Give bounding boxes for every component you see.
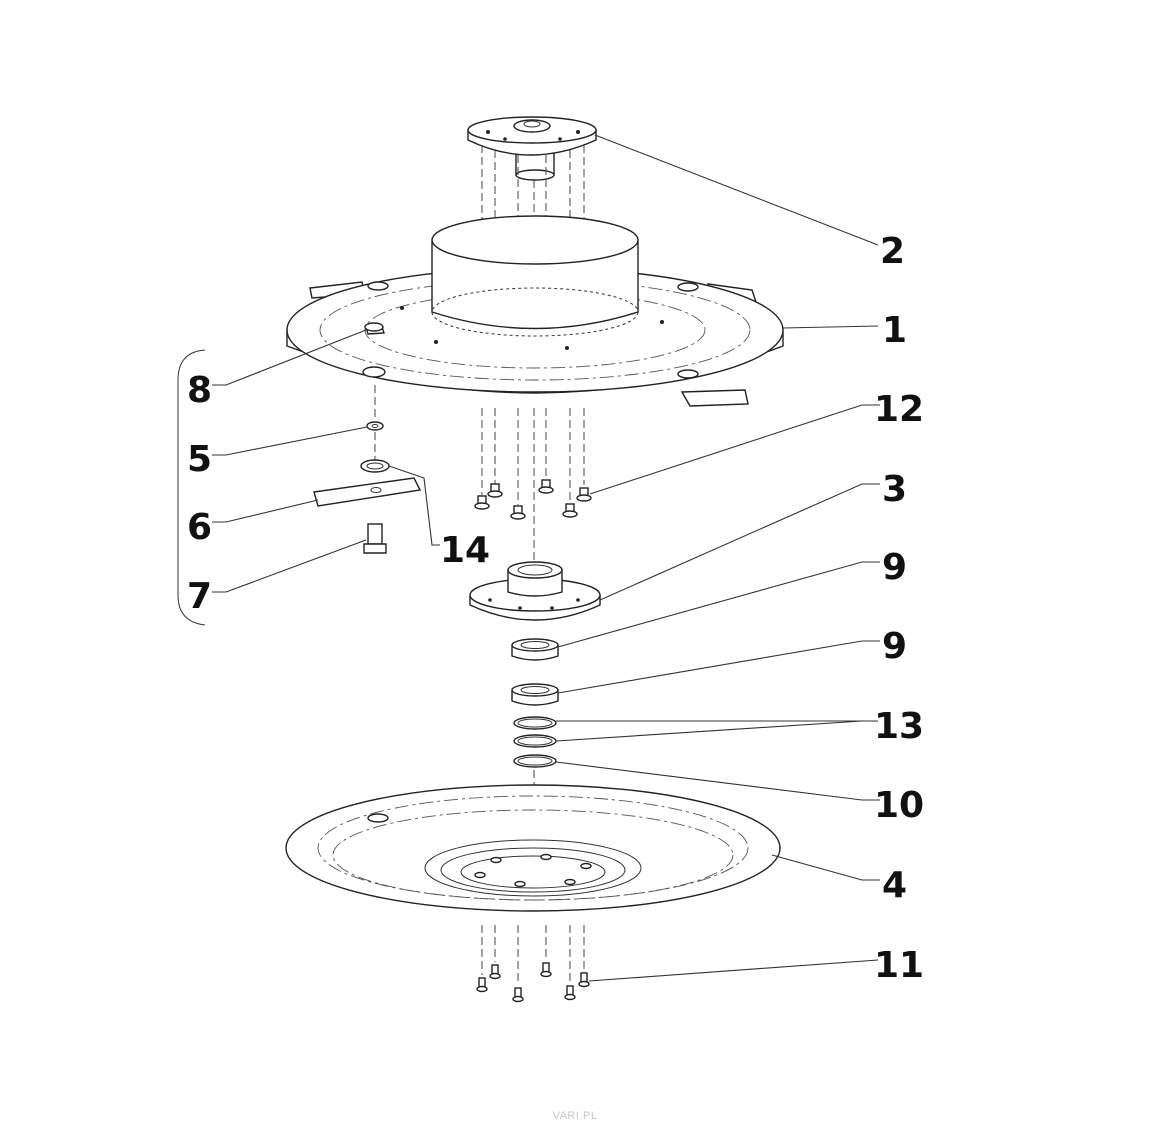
part-top-flange-hub	[467, 116, 597, 181]
leader-4	[771, 854, 880, 881]
part-seal-ring	[513, 754, 557, 768]
leader-1	[782, 325, 879, 329]
callout-9b: 9	[882, 626, 907, 667]
assembly-lines-bottom	[481, 925, 585, 985]
callout-7: 7	[187, 576, 212, 617]
leader-2	[594, 134, 879, 246]
callout-9a: 9	[882, 547, 907, 588]
leader-lines	[212, 134, 880, 982]
callout-4: 4	[882, 865, 907, 906]
callout-14: 14	[440, 530, 490, 571]
part-bearings	[511, 638, 559, 706]
leader-5	[212, 426, 368, 456]
leader-14	[388, 465, 440, 546]
part-drum-skirt	[286, 215, 784, 407]
callout-1: 1	[882, 310, 907, 351]
leader-9a	[557, 561, 880, 648]
leader-8	[212, 329, 367, 386]
leader-9b	[557, 640, 880, 694]
callout-3: 3	[882, 469, 907, 510]
callout-11: 11	[874, 945, 924, 986]
part-left-subassembly	[177, 349, 422, 626]
leader-3	[599, 483, 880, 601]
part-rivets-11	[476, 962, 590, 1003]
part-circlips	[513, 716, 557, 748]
callout-13: 13	[874, 706, 924, 747]
callout-12: 12	[874, 389, 924, 430]
part-disc	[285, 784, 781, 912]
callout-6: 6	[187, 507, 212, 548]
leader-7	[212, 539, 367, 593]
callout-8: 8	[187, 370, 212, 411]
assembly-lines-mid	[374, 385, 585, 565]
part-bolts-12	[474, 479, 592, 520]
callout-5: 5	[187, 439, 212, 480]
callout-10: 10	[874, 785, 924, 826]
part-bearing-hub	[469, 561, 601, 621]
leader-11	[588, 959, 879, 982]
leader-6	[212, 499, 319, 523]
watermark: VARI.PL	[552, 1110, 598, 1122]
leader-10	[555, 761, 880, 801]
callout-2: 2	[880, 231, 905, 272]
leader-12	[589, 404, 880, 495]
leader-13b	[555, 720, 863, 742]
